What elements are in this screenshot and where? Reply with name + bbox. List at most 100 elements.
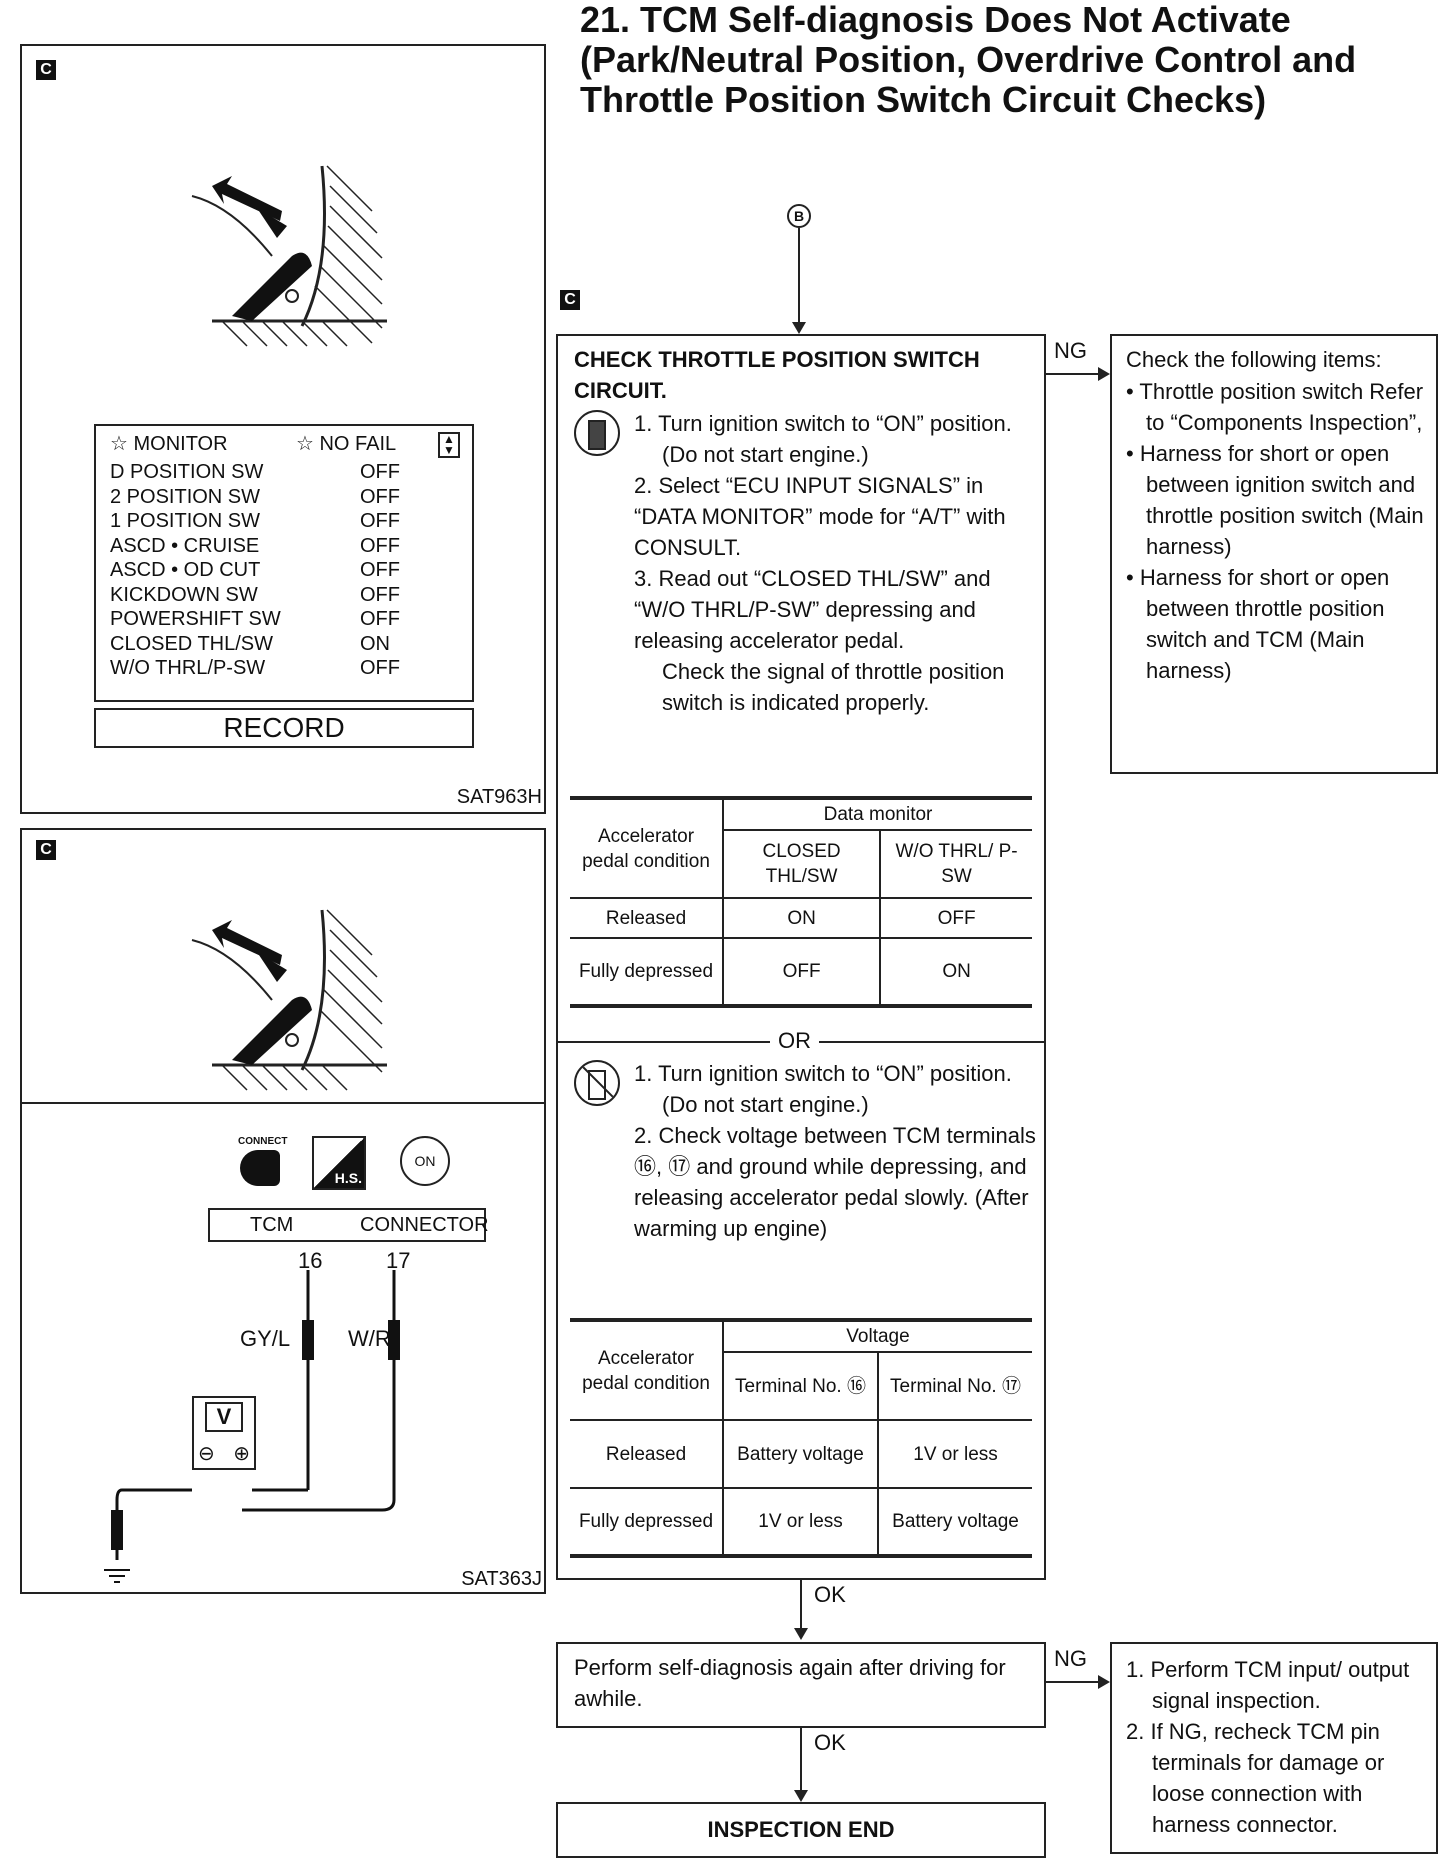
c-marker: C bbox=[560, 290, 580, 310]
hs-label: H.S. bbox=[334, 1170, 362, 1186]
ignition-key-icon: ON bbox=[400, 1136, 450, 1186]
flow-line-b bbox=[798, 228, 800, 330]
monitor-item-value: OFF bbox=[360, 657, 400, 679]
tcm-connector-box: TCM CONNECTOR bbox=[208, 1208, 489, 1242]
ng-label: NG bbox=[1054, 1646, 1087, 1671]
check-throttle-box: CHECK THROTTLE POSITION SWITCH CIRCUIT. … bbox=[556, 334, 1046, 1580]
monitor-item-name: ASCD • OD CUT bbox=[110, 559, 261, 581]
c-marker: C bbox=[36, 60, 56, 80]
monitor-item-value: OFF bbox=[360, 559, 400, 581]
step-b-note: (Do not start engine.) bbox=[662, 1092, 869, 1117]
table-a-group: Data monitor bbox=[723, 796, 1032, 831]
table-b-row-cond: Fully depressed bbox=[570, 1488, 724, 1558]
table-a-cell: ON bbox=[723, 898, 882, 939]
table-b-group: Voltage bbox=[723, 1318, 1032, 1353]
step-a-1: 1. Turn ignition switch to “ON” position… bbox=[634, 411, 1012, 436]
monitor-row: CLOSED THL/SW ON bbox=[110, 632, 430, 657]
step-b-2: 2. Check voltage between TCM terminals ⑯… bbox=[634, 1123, 1036, 1241]
table-b-cell: 1V or less bbox=[723, 1488, 880, 1558]
ok-flow-line bbox=[800, 1728, 802, 1798]
ng-items: • Throttle position switch Refer to “Com… bbox=[1126, 376, 1432, 686]
tcm-label: TCM bbox=[250, 1214, 294, 1236]
or-label: OR bbox=[770, 1028, 819, 1054]
monitor-item-value: OFF bbox=[360, 461, 400, 483]
monitor-item-value: OFF bbox=[360, 608, 400, 630]
wire-gy-l-label: GY/L bbox=[240, 1326, 291, 1351]
list-item: • Harness for short or open between igni… bbox=[1126, 441, 1424, 559]
ng-item-text: Throttle position switch Refer to “Compo… bbox=[1139, 379, 1424, 435]
table-a-col-closed: CLOSED THL/SW bbox=[723, 830, 882, 899]
ng-label: NG bbox=[1054, 338, 1087, 363]
arrow-head bbox=[1098, 1675, 1110, 1689]
ng-tcm-box: 1. Perform TCM input/ output signal insp… bbox=[1110, 1642, 1438, 1854]
title-line-3: Throttle Position Switch Circuit Checks) bbox=[580, 79, 1267, 120]
ng-arrow-line bbox=[1046, 1681, 1102, 1683]
table-a-col-wo: W/O THRL/ P-SW bbox=[880, 830, 1032, 899]
connect-label: CONNECT bbox=[238, 1136, 288, 1147]
arrow-head bbox=[1098, 367, 1110, 381]
self-diagnosis-box: Perform self-diagnosis again after drivi… bbox=[556, 1642, 1046, 1728]
inspection-end-text: INSPECTION END bbox=[707, 1817, 895, 1842]
steps-a: 1. Turn ignition switch to “ON” position… bbox=[634, 408, 1034, 718]
table-b-row-cond: Released bbox=[570, 1420, 724, 1489]
monitor-item-name: 1 POSITION SW bbox=[110, 510, 261, 532]
wire-w-r-label: W/R bbox=[348, 1326, 391, 1351]
monitor-row: D POSITION SW OFF bbox=[110, 460, 430, 485]
arrow-head bbox=[794, 1790, 808, 1802]
voltmeter-label: V bbox=[205, 1402, 243, 1432]
connector-label: CONNECTOR bbox=[360, 1214, 489, 1236]
ok-flow-line bbox=[800, 1580, 802, 1636]
monitor-row: KICKDOWN SW OFF bbox=[110, 583, 430, 608]
table-a-row-cond: Fully depressed bbox=[570, 938, 724, 1008]
title-line-1: 21. TCM Self-diagnosis Does Not Activate bbox=[580, 0, 1291, 40]
ng-item-text: Harness for short or open between igniti… bbox=[1139, 441, 1424, 559]
monitor-item-name: KICKDOWN SW bbox=[110, 583, 258, 606]
monitor-row: 1 POSITION SW OFF bbox=[110, 509, 430, 534]
table-b-col-condition: Accelerator pedal condition bbox=[570, 1318, 724, 1421]
monitor-item-value: OFF bbox=[360, 583, 400, 606]
step-a-3: 3. Read out “CLOSED THL/SW” and “W/O THR… bbox=[634, 566, 991, 653]
list-item: • Throttle position switch Refer to “Com… bbox=[1126, 379, 1424, 435]
scroll-icon[interactable]: ▲▼ bbox=[438, 432, 460, 458]
accelerator-pedal-illustration bbox=[191, 165, 387, 347]
probe-wiring bbox=[104, 1270, 400, 1583]
ng-heading: Check the following items: bbox=[1126, 347, 1382, 372]
figure-code: SAT363J bbox=[461, 1568, 542, 1590]
monitor-item-value: ON bbox=[360, 632, 390, 655]
table-a-col-condition: Accelerator pedal condition bbox=[570, 796, 724, 899]
title-line-2: (Park/Neutral Position, Overdrive Contro… bbox=[580, 39, 1357, 80]
monitor-item-name: D POSITION SW bbox=[110, 461, 264, 483]
ng-tcm-items: 1. Perform TCM input/ output signal insp… bbox=[1126, 1654, 1432, 1840]
step-b-1: 1. Turn ignition switch to “ON” position… bbox=[634, 1061, 1012, 1086]
page-title: 21. TCM Self-diagnosis Does Not Activate… bbox=[580, 0, 1440, 120]
steps-b: 1. Turn ignition switch to “ON” position… bbox=[634, 1058, 1038, 1244]
c-marker: C bbox=[36, 840, 56, 860]
ng-arrow-line bbox=[1046, 373, 1102, 375]
monitor-item-value: OFF bbox=[360, 510, 400, 532]
accelerator-pedal-illustration bbox=[191, 909, 387, 1091]
table-a-cell: OFF bbox=[723, 938, 882, 1008]
pin-16-label: 16 bbox=[298, 1248, 323, 1273]
hs-icon: H.S. bbox=[312, 1136, 366, 1190]
ng-item-text: Harness for short or open between thrott… bbox=[1139, 565, 1390, 683]
monitor-item-name: W/O THRL/P-SW bbox=[110, 657, 266, 679]
check-heading: CHECK THROTTLE POSITION SWITCH CIRCUIT. bbox=[574, 347, 980, 403]
ng-tcm-step-2: 2. If NG, recheck TCM pin terminals for … bbox=[1126, 1719, 1385, 1837]
monitor-item-name: ASCD • CRUISE bbox=[110, 534, 260, 557]
monitor-row: ASCD • OD CUT OFF bbox=[110, 558, 430, 583]
record-button[interactable]: RECORD bbox=[94, 708, 474, 748]
monitor-item-value: OFF bbox=[360, 534, 400, 557]
monitor-item-name: CLOSED THL/SW bbox=[110, 632, 273, 655]
arrow-head bbox=[794, 1628, 808, 1640]
list-item: • Harness for short or open between thro… bbox=[1126, 565, 1390, 683]
connector-b-marker: B bbox=[787, 204, 811, 228]
monitor-item-name: 2 POSITION SW bbox=[110, 485, 261, 508]
table-a-row-cond: Released bbox=[570, 898, 724, 939]
monitor-row: ASCD • CRUISE OFF bbox=[110, 534, 430, 559]
table-b-col-16: Terminal No. ⑯ bbox=[723, 1352, 880, 1421]
connector-icon bbox=[240, 1150, 280, 1186]
